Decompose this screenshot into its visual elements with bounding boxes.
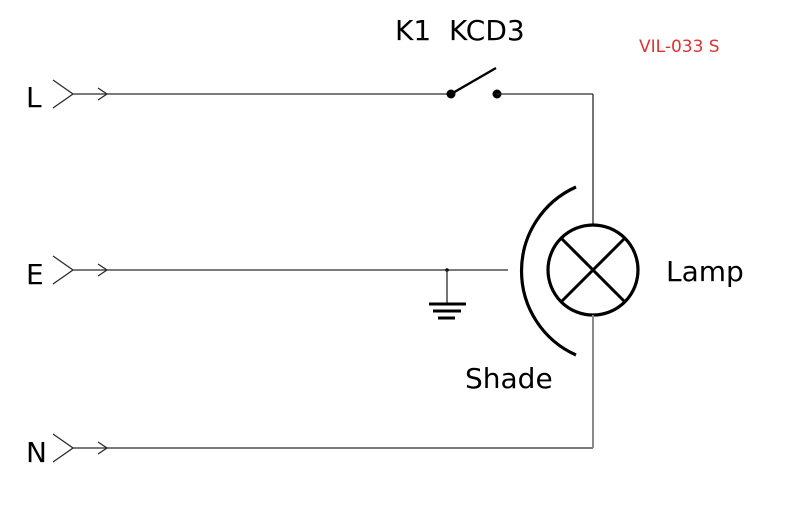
model-code-label: VIL-033 S <box>639 37 720 57</box>
terminal-label-n: N <box>26 436 47 469</box>
terminal-connector-l <box>52 79 451 109</box>
terminal-connector-e <box>52 255 508 285</box>
shade-label: Shade <box>465 362 553 395</box>
switch-k1 <box>446 66 502 99</box>
terminal-connector-n <box>52 433 593 463</box>
switch-label: K1 KCD3 <box>395 14 525 47</box>
ground-icon <box>429 268 466 320</box>
terminal-label-e: E <box>26 258 44 291</box>
shade-arc <box>520 185 577 357</box>
lamp-label: Lamp <box>666 255 744 288</box>
terminal-label-l: L <box>26 81 42 114</box>
lamp-icon <box>546 223 640 317</box>
